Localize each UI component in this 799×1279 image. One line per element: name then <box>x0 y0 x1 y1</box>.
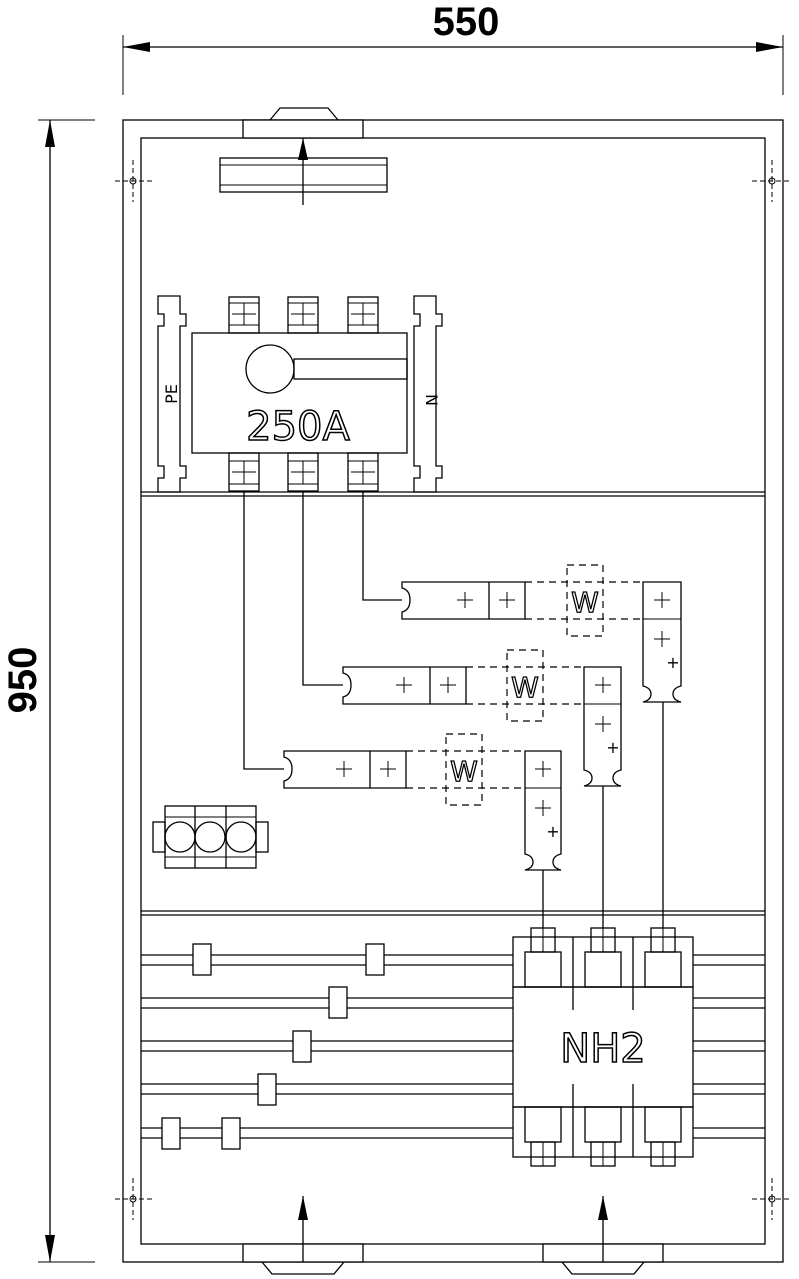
terminal-1-plus: + <box>666 653 679 672</box>
wire-l2 <box>302 492 343 686</box>
small-terminal-block <box>152 805 269 869</box>
bottom-entry-arrow-left-icon <box>298 1196 308 1220</box>
meter-1-label: W <box>571 586 599 619</box>
enclosure <box>122 107 784 1275</box>
bottom-busbars <box>141 943 765 1150</box>
width-arrow-right <box>756 42 783 52</box>
height-arrow-bottom <box>45 1235 55 1262</box>
switch-handle-knob <box>245 344 295 394</box>
top-din-rail <box>219 138 388 205</box>
width-dimension: 550 <box>122 0 784 95</box>
bottom-entry-arrow-right-icon <box>598 1196 608 1220</box>
switch-output-wires <box>243 492 402 770</box>
switch-bottom-terminals <box>228 452 379 492</box>
height-arrow-top <box>45 120 55 147</box>
meter-3-box <box>445 733 483 806</box>
terminal-3-plus: + <box>546 822 559 841</box>
bottom-entry-arrows <box>298 1196 608 1262</box>
pe-terminal-bar <box>157 295 187 493</box>
switch-top-terminals <box>228 296 379 334</box>
nh2-label: NH2 <box>560 1026 645 1072</box>
top-cable-gland <box>242 119 364 139</box>
height-dimension-label: 950 <box>1 647 45 714</box>
wires-to-fuse <box>542 702 664 928</box>
width-dimension-label: 550 <box>433 0 500 44</box>
meter-2-label: W <box>511 671 539 704</box>
height-dimension: 950 <box>1 119 95 1263</box>
mounting-hole-bottom-right <box>752 1178 792 1220</box>
nh2-fuse-base: NH2 <box>512 927 694 1167</box>
mounting-hole-top-left <box>115 160 155 202</box>
mounting-holes <box>115 160 792 1220</box>
meter-1-box <box>566 564 604 637</box>
switch-handle-lever <box>293 358 408 380</box>
terminal-2-plus: + <box>606 738 619 757</box>
main-switch: PE N 250A <box>157 295 443 493</box>
meter-terminal-row-2: W + <box>342 649 622 787</box>
mounting-hole-top-right <box>752 160 792 202</box>
mounting-hole-bottom-left <box>115 1178 155 1220</box>
n-label: N <box>422 394 441 406</box>
top-entry-arrow-icon <box>298 138 308 160</box>
width-arrow-left <box>123 42 150 52</box>
meter-2-box <box>506 649 544 722</box>
meter-terminal-row-1: W + <box>401 564 682 703</box>
n-terminal-bar <box>413 295 443 493</box>
pe-label: PE <box>162 384 181 404</box>
meter-3-label: W <box>450 755 478 788</box>
wire-l3 <box>362 492 402 601</box>
meter-terminal-row-3: W + <box>283 733 562 871</box>
wire-l1 <box>243 492 284 770</box>
switch-rating-label: 250A <box>246 404 350 450</box>
